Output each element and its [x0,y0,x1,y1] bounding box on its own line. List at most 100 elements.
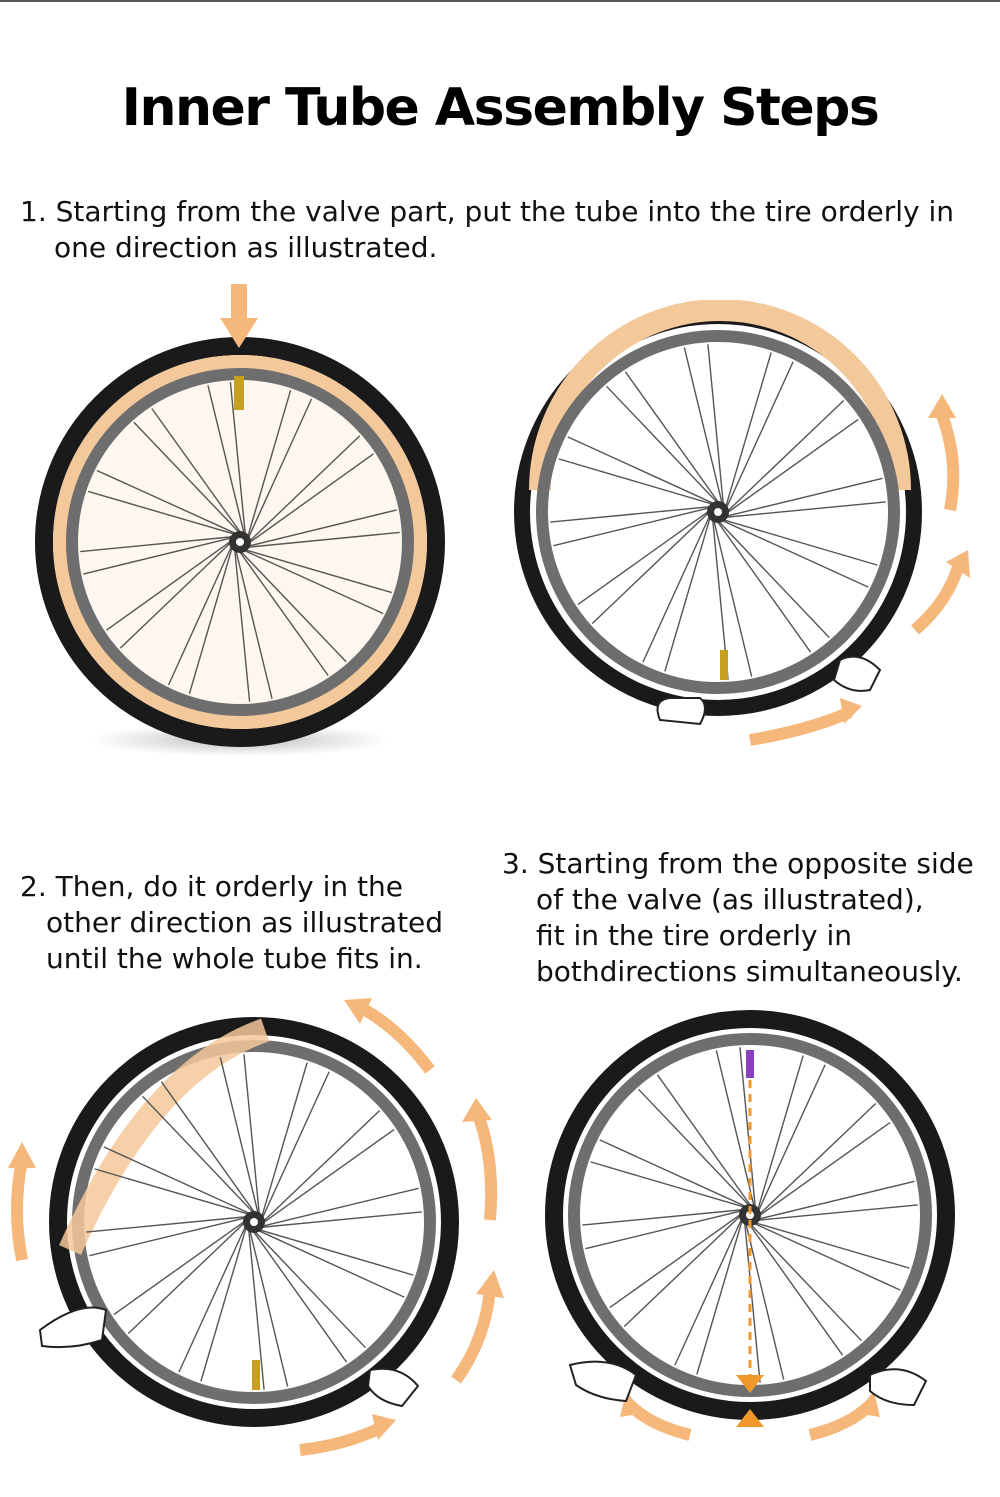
spoke [707,344,725,513]
spoke [606,385,723,509]
spokes-icon [582,1047,918,1383]
spoke [696,1213,745,1375]
spoke [744,1217,844,1356]
spoke [247,1221,265,1390]
hand-icon [832,655,882,692]
arrow-icon [934,407,960,512]
spoke [719,477,883,519]
arrow-icon [361,1004,435,1074]
spoke [582,1208,751,1226]
hand-icon [38,1306,108,1349]
step-2-text: 2. Then, do it orderly in the other dire… [20,869,443,977]
spoke [243,1054,261,1223]
step-3-line-2: of the valve (as illustrated), [536,883,924,916]
step-1-line-2: one direction as illustrated. [54,231,438,264]
spoke [252,1227,414,1276]
valve-icon [720,650,728,680]
spoke [242,453,374,548]
spoke [722,361,794,516]
step-2-line-3: until the whole tube fits in. [46,942,423,975]
spoke [253,1211,422,1229]
valve-icon [746,1050,754,1078]
spoke [80,535,241,553]
spoke [577,506,716,606]
spoke [151,408,246,540]
spoke [721,400,845,517]
spoke [664,510,713,672]
step-1-text: 1. Starting from the valve part, put the… [20,194,954,266]
top-divider [0,0,1000,2]
spoke [591,507,715,624]
wheel-illustration-step-1b [514,300,970,746]
spoke [599,1139,754,1211]
spoke [743,1214,761,1383]
spoke [754,1064,826,1219]
step-3-line-3: fit in the tire orderly in [536,919,853,952]
hand-icon [869,1368,928,1407]
spoke [89,1215,253,1257]
spoke [553,505,717,547]
hand-icon [656,697,706,726]
arrow-icon [451,1289,496,1384]
spoke [239,531,400,549]
spoke [558,458,720,507]
spokes-icon [550,344,886,680]
spoke [250,1226,405,1298]
spoke [160,1081,260,1220]
spoke [567,436,722,508]
spoke [753,1103,877,1220]
spoke [739,1047,757,1216]
spoke [167,538,236,686]
spoke [103,1146,258,1218]
step-3-text: 3. Starting from the opposite side of th… [502,846,974,990]
spokes-icon [86,1054,422,1390]
arrow-icon [749,706,853,746]
inner-tube-icon [529,300,911,491]
spoke [207,385,247,541]
arrow-icon [472,1112,498,1221]
spoke [755,1055,804,1217]
spoke [233,543,273,699]
spoke [178,1218,250,1373]
spoke [713,515,830,639]
wheel-illustration-step-1 [35,284,445,756]
spoke [119,537,237,649]
spoke [127,1217,251,1334]
rim-icon [536,330,900,694]
spoke [745,1218,862,1342]
wheel-illustration-step-2 [8,998,504,1456]
spoke [749,1204,918,1222]
spoke [674,1211,746,1366]
spoke [200,1220,249,1382]
rim-icon [66,368,414,716]
spoke [133,421,245,539]
inner-tube-icon [59,1018,270,1255]
spoke [720,418,859,518]
spoke [624,371,724,510]
arrow-icon [11,1158,28,1262]
spoke [88,490,242,537]
spoke [249,1225,366,1349]
page-title: Inner Tube Assembly Steps [121,78,880,138]
spoke [94,1168,256,1217]
spoke [623,1210,747,1327]
insert-arrow-icon [220,284,258,348]
spoke [550,505,719,523]
spoke [256,1128,395,1228]
spoke [238,547,392,594]
spoke [244,398,313,546]
spoke [234,544,329,676]
spoke [714,516,869,588]
down-arrow-icon [736,1375,764,1393]
arrow-icon [911,558,966,635]
spoke [233,541,251,702]
spoke [188,540,235,694]
spoke [590,1161,752,1210]
spoke [638,1088,755,1212]
spoke [715,1050,757,1214]
step-2-line-1: 2. Then, do it orderly in the [20,870,403,903]
spoke [113,1216,252,1316]
spoke [748,1220,910,1269]
spoke [642,508,714,663]
hand-icon [366,1367,420,1408]
